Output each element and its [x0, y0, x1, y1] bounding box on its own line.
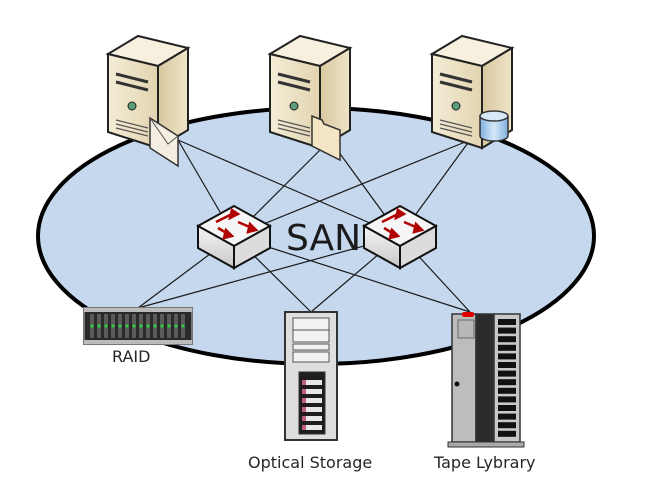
tape-slot [498, 387, 516, 394]
optical-slot-marker [302, 407, 306, 412]
optical-slot [302, 425, 322, 430]
optical-slot-marker [302, 425, 306, 430]
drive-led [97, 324, 101, 328]
switch-arrows-icon [215, 207, 259, 240]
drive-led [153, 324, 157, 328]
database-icon [479, 110, 509, 142]
tape-indicator-light [462, 312, 474, 317]
link-server-mail-switch-right [177, 139, 401, 237]
drive-led [111, 324, 115, 328]
tape-slot [498, 413, 516, 420]
optical-slot-marker [302, 380, 306, 385]
raid-bays [90, 314, 185, 338]
tape-slot [498, 336, 516, 343]
tape-slot [498, 379, 516, 386]
switch-right[interactable] [361, 204, 439, 270]
drive-led [146, 324, 150, 328]
drive-led [174, 324, 178, 328]
tape-library[interactable] [447, 312, 525, 448]
server-mail[interactable] [105, 34, 191, 168]
switch-arrows-icon [381, 207, 425, 240]
optical-slot [302, 398, 322, 403]
envelope-icon [149, 116, 179, 168]
optical-storage[interactable] [284, 311, 338, 441]
drive-led [181, 324, 185, 328]
tape-slot [498, 327, 516, 334]
folder-icon [311, 114, 341, 162]
optical-slot [302, 380, 322, 385]
drive-led [90, 324, 94, 328]
optical-storage-label: Optical Storage [248, 453, 372, 472]
drive-led [118, 324, 122, 328]
link-server-db-switch-left [233, 139, 471, 237]
drive-led [104, 324, 108, 328]
optical-slot [302, 416, 322, 421]
tape-library-label: Tape Lybrary [433, 453, 536, 472]
tape-slot [498, 344, 516, 351]
tape-slot [498, 370, 516, 377]
tape-slot [498, 353, 516, 360]
drive-led [125, 324, 129, 328]
optical-slots [302, 380, 322, 430]
optical-slot-marker [302, 398, 306, 403]
switch-left[interactable] [195, 204, 273, 270]
drive-led [132, 324, 136, 328]
link-switch-left-tape [233, 235, 471, 313]
drive-led [160, 324, 164, 328]
server-db[interactable] [429, 34, 515, 150]
raid-label: RAID [112, 347, 150, 366]
tape-slot [498, 362, 516, 368]
raid-array[interactable] [83, 307, 193, 345]
tape-slot [498, 405, 516, 411]
san-label: SAN [286, 218, 361, 259]
tape-slots [498, 319, 516, 437]
optical-slot-marker [302, 416, 306, 421]
tape-slot [498, 422, 516, 429]
link-switch-right-raid [137, 235, 401, 309]
optical-slot-marker [302, 389, 306, 394]
server-file[interactable] [267, 34, 353, 162]
optical-slot [302, 389, 322, 394]
tape-slot [498, 430, 516, 437]
drive-led [167, 324, 171, 328]
drive-led [139, 324, 143, 328]
optical-slot [302, 407, 322, 412]
tape-slot [498, 319, 516, 325]
tape-slot [498, 396, 516, 403]
